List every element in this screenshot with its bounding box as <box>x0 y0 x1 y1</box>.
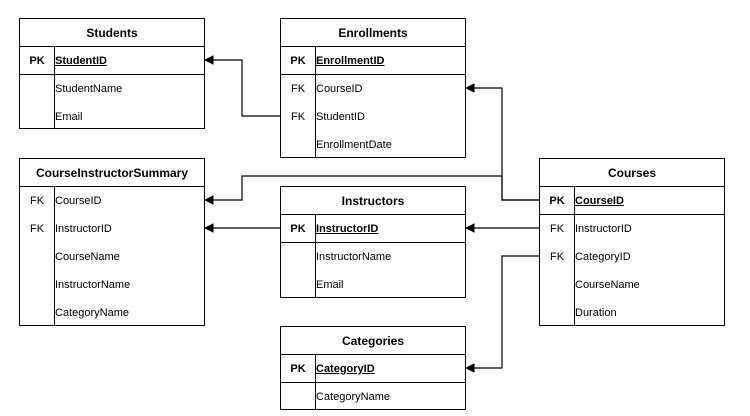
field-name: InstructorID <box>55 223 112 235</box>
pk-label: PK <box>290 55 306 67</box>
fk-label: FK <box>549 223 565 235</box>
pk-label: PK <box>549 195 565 207</box>
field-name: CategoryID <box>316 363 375 375</box>
table-row: FK InstructorID <box>20 215 204 243</box>
field-name: InstructorID <box>575 223 632 235</box>
table-row: CategoryName <box>20 299 204 327</box>
edge-courses-to-categories <box>465 255 539 373</box>
table-students: Students PK StudentID StudentName Email <box>19 18 205 129</box>
field-name: CategoryID <box>575 251 631 263</box>
field-name: CourseID <box>575 195 624 207</box>
table-row: Email <box>281 271 465 299</box>
fk-label: FK <box>29 195 45 207</box>
table-title: Instructors <box>281 187 465 215</box>
fk-label: FK <box>549 251 565 263</box>
table-row: PK StudentID <box>20 47 204 75</box>
field-name: EnrollmentDate <box>316 139 392 151</box>
field-name: StudentID <box>55 55 107 67</box>
table-enrollments: Enrollments PK EnrollmentID FK CourseID FK… <box>280 18 466 158</box>
field-name: Email <box>55 111 83 123</box>
fk-label: FK <box>290 83 306 95</box>
table-row: FK CategoryID <box>540 243 724 271</box>
table-categories: Categories PK CategoryID CategoryName <box>280 326 466 410</box>
table-row: FK CourseID <box>20 187 204 215</box>
field-name: StudentID <box>316 111 365 123</box>
table-title: Students <box>20 19 204 47</box>
table-courses: Courses PK CourseID FK InstructorID FK Cate… <box>539 158 725 326</box>
table-row: StudentName <box>20 75 204 103</box>
field-name: CourseID <box>55 195 102 207</box>
field-name: CourseID <box>316 83 363 95</box>
table-title: Categories <box>281 327 465 355</box>
table-row: FK InstructorID <box>540 215 724 243</box>
field-name: InstructorName <box>55 279 131 291</box>
field-name: Duration <box>575 307 617 319</box>
table-title: CourseInstructorSummary <box>20 159 204 187</box>
field-name: StudentName <box>55 83 123 95</box>
table-courseinstructorsummary: CourseInstructorSummary FK CourseID FK Ins… <box>19 158 205 326</box>
table-row: FK CourseID <box>281 75 465 103</box>
table-row: PK CourseID <box>540 187 724 215</box>
table-row: PK CategoryID <box>281 355 465 383</box>
edge-enrollments-to-students <box>204 55 280 117</box>
table-title: Courses <box>540 159 724 187</box>
pk-label: PK <box>290 363 306 375</box>
pk-label: PK <box>29 55 45 67</box>
field-name: InstructorID <box>316 223 379 235</box>
table-row: FK StudentID <box>281 103 465 131</box>
field-name: CourseName <box>55 251 120 263</box>
table-row: CourseName <box>20 243 204 271</box>
fk-label: FK <box>290 111 306 123</box>
fk-label: FK <box>29 223 45 235</box>
field-name: InstructorName <box>316 251 392 263</box>
pk-label: PK <box>290 223 306 235</box>
table-row: InstructorName <box>281 243 465 271</box>
table-title: Enrollments <box>281 19 465 47</box>
field-name: CategoryName <box>55 307 129 319</box>
table-row: Email <box>20 103 204 131</box>
table-row: CategoryName <box>281 383 465 411</box>
table-instructors: Instructors PK InstructorID InstructorNam… <box>280 186 466 298</box>
table-row: InstructorName <box>20 271 204 299</box>
field-name: EnrollmentID <box>316 55 385 67</box>
table-row: Duration <box>540 299 724 327</box>
table-row: PK InstructorID <box>281 215 465 243</box>
table-row: CourseName <box>540 271 724 299</box>
table-row: EnrollmentDate <box>281 131 465 159</box>
table-row: PK EnrollmentID <box>281 47 465 75</box>
field-name: Email <box>316 279 344 291</box>
field-name: CategoryName <box>316 391 390 403</box>
field-name: CourseName <box>575 279 640 291</box>
edge-courses-to-summary <box>204 175 539 205</box>
